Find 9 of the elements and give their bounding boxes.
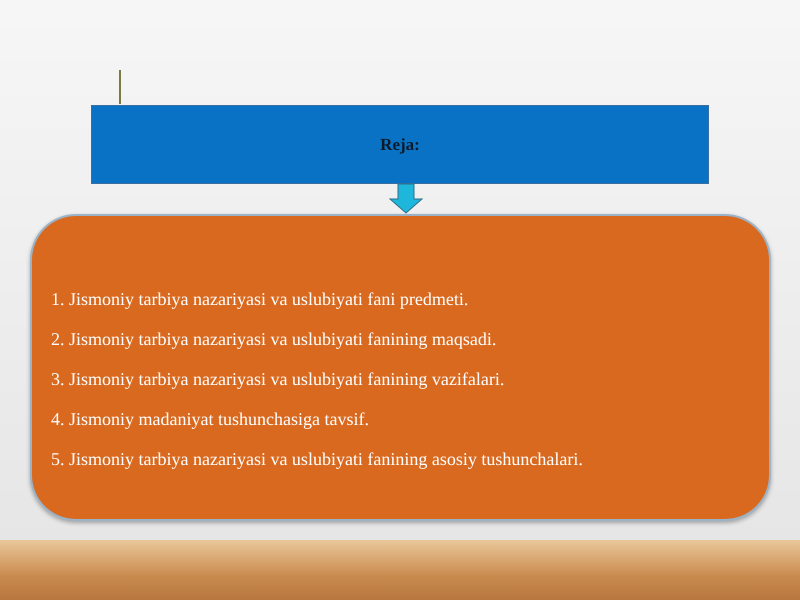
list-item: 4. Jismoniy madaniyat tushunchasiga tavsif. bbox=[51, 408, 370, 431]
list-item: 2. Jismoniy tarbiya nazariyasi va uslubiyati fanining maqsadi. bbox=[51, 328, 498, 351]
content-panel bbox=[30, 214, 771, 521]
title-box bbox=[91, 105, 709, 184]
list-item: 3. Jismoniy tarbiya nazariyasi va uslubiyati fanining vazifalari. bbox=[51, 368, 506, 391]
heading: Reja: bbox=[380, 134, 420, 154]
block-arrow bbox=[388, 184, 424, 214]
list-item: 1. Jismoniy tarbiya nazariyasi va uslubiyati fani predmeti. bbox=[51, 288, 470, 311]
list-item: 5. Jismoniy tarbiya nazariyasi va uslubiyati fanining asosiy tushunchalari. bbox=[51, 448, 584, 471]
